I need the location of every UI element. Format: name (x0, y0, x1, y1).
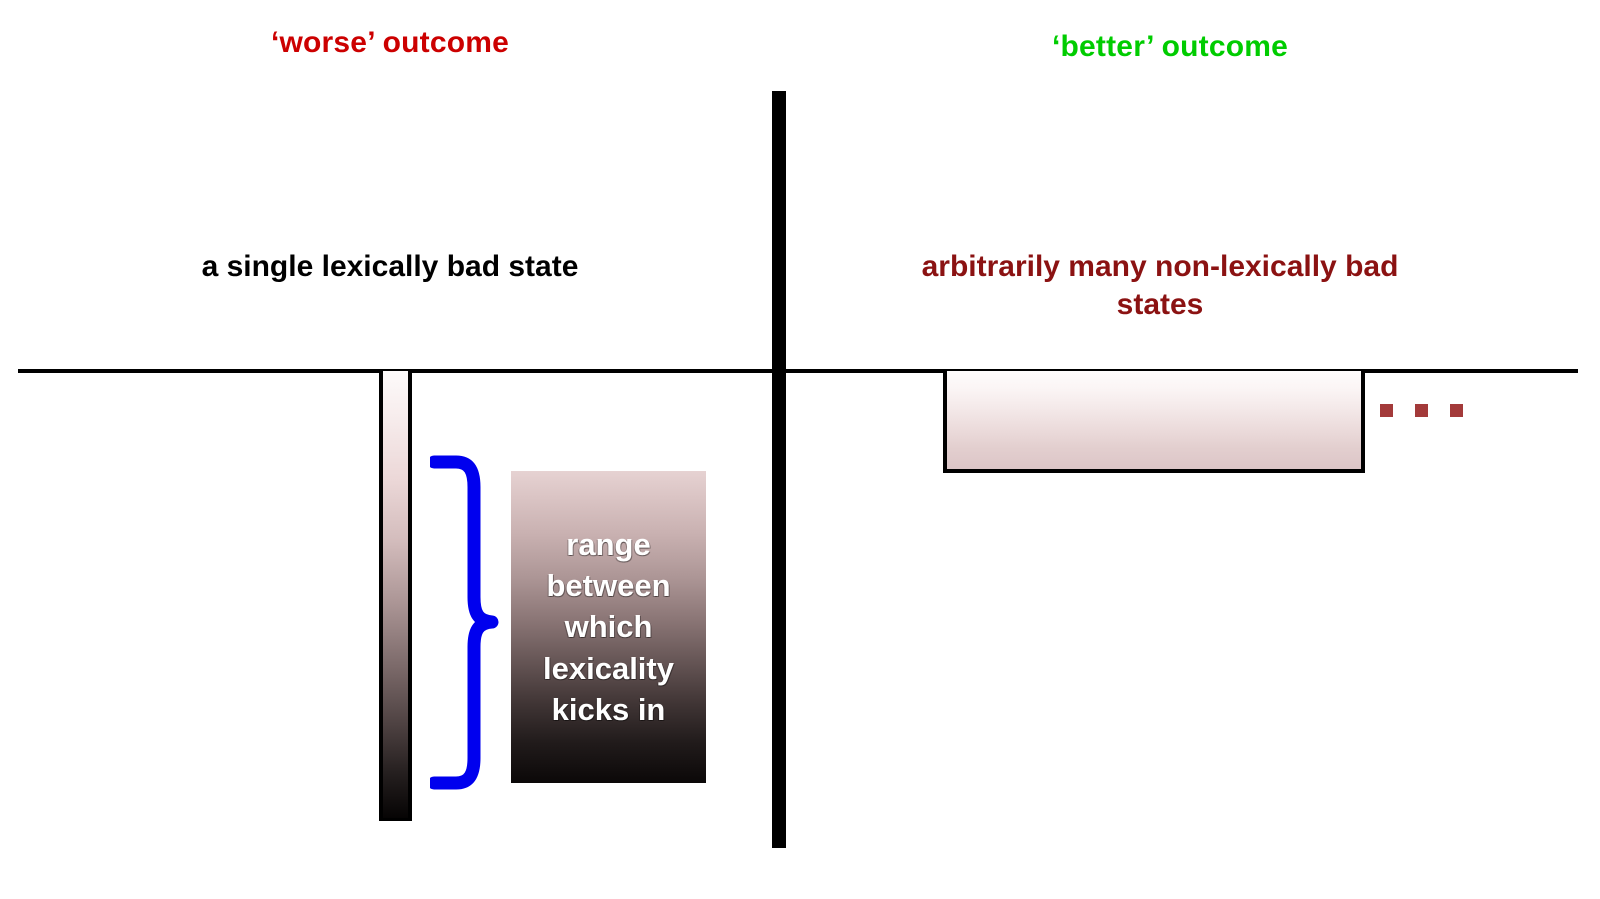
many-states-gradient-box (943, 371, 1365, 473)
vertical-divider-line (772, 91, 786, 848)
horizontal-axis-line (18, 369, 1578, 373)
lexicality-range-text: range between which lexicality kicks in (543, 526, 674, 727)
arbitrarily-many-states-label: arbitrarily many non-lexically bad state… (921, 250, 1399, 322)
worse-outcome-heading: ‘worse’ outcome (270, 26, 510, 59)
single-lexically-bad-state-label: a single lexically bad state (201, 250, 579, 283)
ellipsis-dot (1415, 404, 1428, 417)
ellipsis-dot (1380, 404, 1393, 417)
lexicality-range-box: range between which lexicality kicks in (511, 471, 706, 783)
curly-brace-right-icon (427, 455, 510, 790)
horizontal-ellipsis-icon (1380, 404, 1463, 417)
ellipsis-dot (1450, 404, 1463, 417)
better-outcome-heading: ‘better’ outcome (1051, 30, 1289, 63)
single-state-gradient-bar (379, 371, 412, 821)
